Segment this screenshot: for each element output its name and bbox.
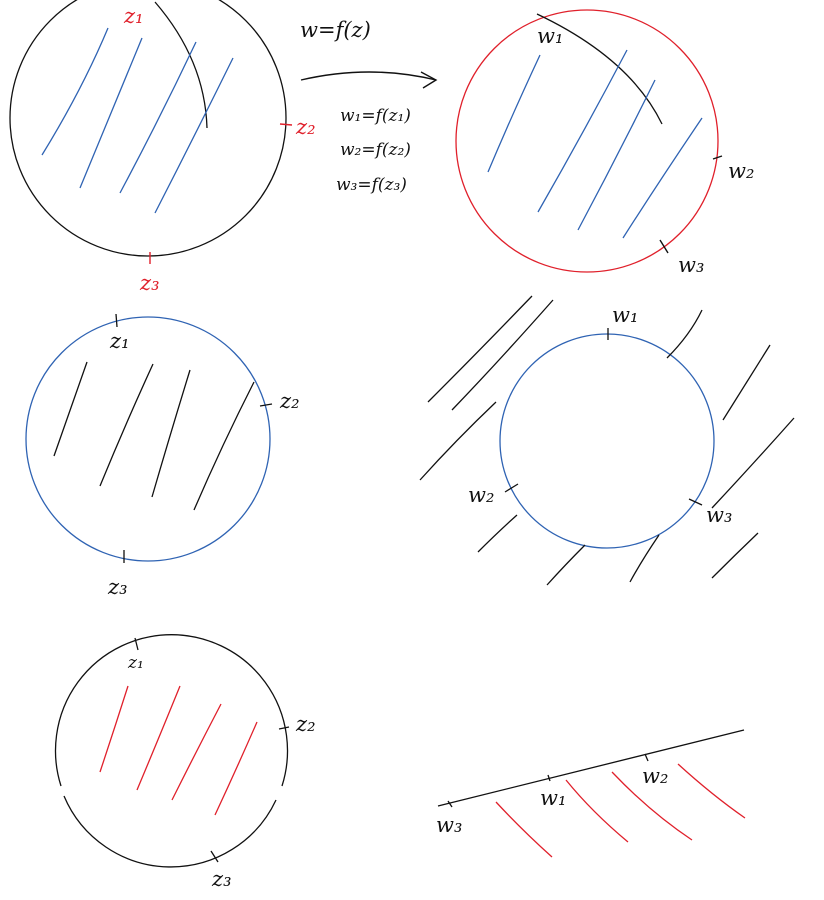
w3-tick	[688, 498, 703, 506]
z-disk-boundary-arc-main	[54, 634, 289, 787]
w3-label: w₃	[678, 253, 704, 277]
w-halfplane-hatching-red	[495, 763, 746, 858]
z3-label: z₃	[139, 271, 159, 295]
z-disk-hatching-black	[53, 361, 255, 511]
panel-3-z-disk: z₁ z₂ z₃	[25, 313, 299, 599]
w3-label: w₃	[436, 813, 462, 837]
z-disk-boundary-blue	[25, 316, 271, 562]
z3-label: z₃	[211, 867, 231, 891]
z1-tick	[115, 313, 118, 328]
w-disk-arc	[536, 13, 663, 125]
panel-2-w-disk: w₁ w₂ w₃	[455, 9, 754, 277]
z1-tick	[134, 637, 139, 651]
w1-tick	[547, 774, 551, 782]
panel-4-w-exterior: w₁ w₂ w₃	[419, 295, 795, 586]
w3-tick	[447, 800, 453, 808]
z2-label: z₂	[279, 389, 299, 413]
w2-tick	[712, 155, 723, 160]
mapping-label: w=f(z)	[300, 18, 371, 42]
z-disk-boundary-arc-lower	[63, 795, 277, 868]
z-disk-hatching-red	[99, 685, 258, 816]
w1-label: w₁	[612, 303, 638, 327]
eq-w2: w₂=f(z₂)	[340, 140, 411, 160]
z-disk-boundary	[9, 0, 287, 257]
w2-tick	[644, 753, 649, 762]
w2-label: w₂	[642, 764, 668, 788]
w3-tick	[659, 239, 669, 254]
w-disk-hatching	[487, 49, 703, 239]
z3-tick	[210, 850, 219, 863]
z2-label: z₂	[295, 712, 315, 736]
eq-w3: w₃=f(z₃)	[336, 175, 407, 195]
z-disk-hatching	[41, 27, 234, 214]
panel-1-z-disk: z₁ z₂ z₃	[9, 0, 315, 295]
z2-tick	[278, 726, 290, 730]
z2-tick	[279, 123, 293, 126]
w2-tick	[504, 483, 519, 493]
w3-label: w₃	[706, 503, 732, 527]
panel-5-z-disk: z₁ z₂ z₃	[54, 634, 315, 891]
z1-label: z₁	[127, 653, 144, 673]
w2-label: w₂	[468, 483, 494, 507]
panel-6-w-halfplane: w₁ w₂ w₃	[436, 729, 746, 858]
w-exterior-hatching	[419, 295, 795, 586]
w-disk-boundary-blue	[499, 333, 715, 549]
mapping-arrow-head	[420, 71, 438, 89]
w2-label: w₂	[728, 159, 754, 183]
z1-label: z₁	[123, 4, 143, 28]
z2-tick	[259, 403, 273, 407]
eq-w1: w₁=f(z₁)	[340, 106, 411, 126]
mapping-arrow	[300, 71, 437, 81]
w1-label: w₁	[537, 24, 563, 48]
w-disk-boundary	[455, 9, 719, 273]
mapping-header: w=f(z) w₁=f(z₁) w₂=f(z₂) w₃=f(z₃)	[300, 18, 438, 195]
z1-label: z₁	[109, 329, 129, 353]
z2-label: z₂	[295, 115, 315, 139]
w-boundary-line	[437, 729, 745, 807]
z3-label: z₃	[107, 575, 127, 599]
w1-label: w₁	[540, 786, 566, 810]
